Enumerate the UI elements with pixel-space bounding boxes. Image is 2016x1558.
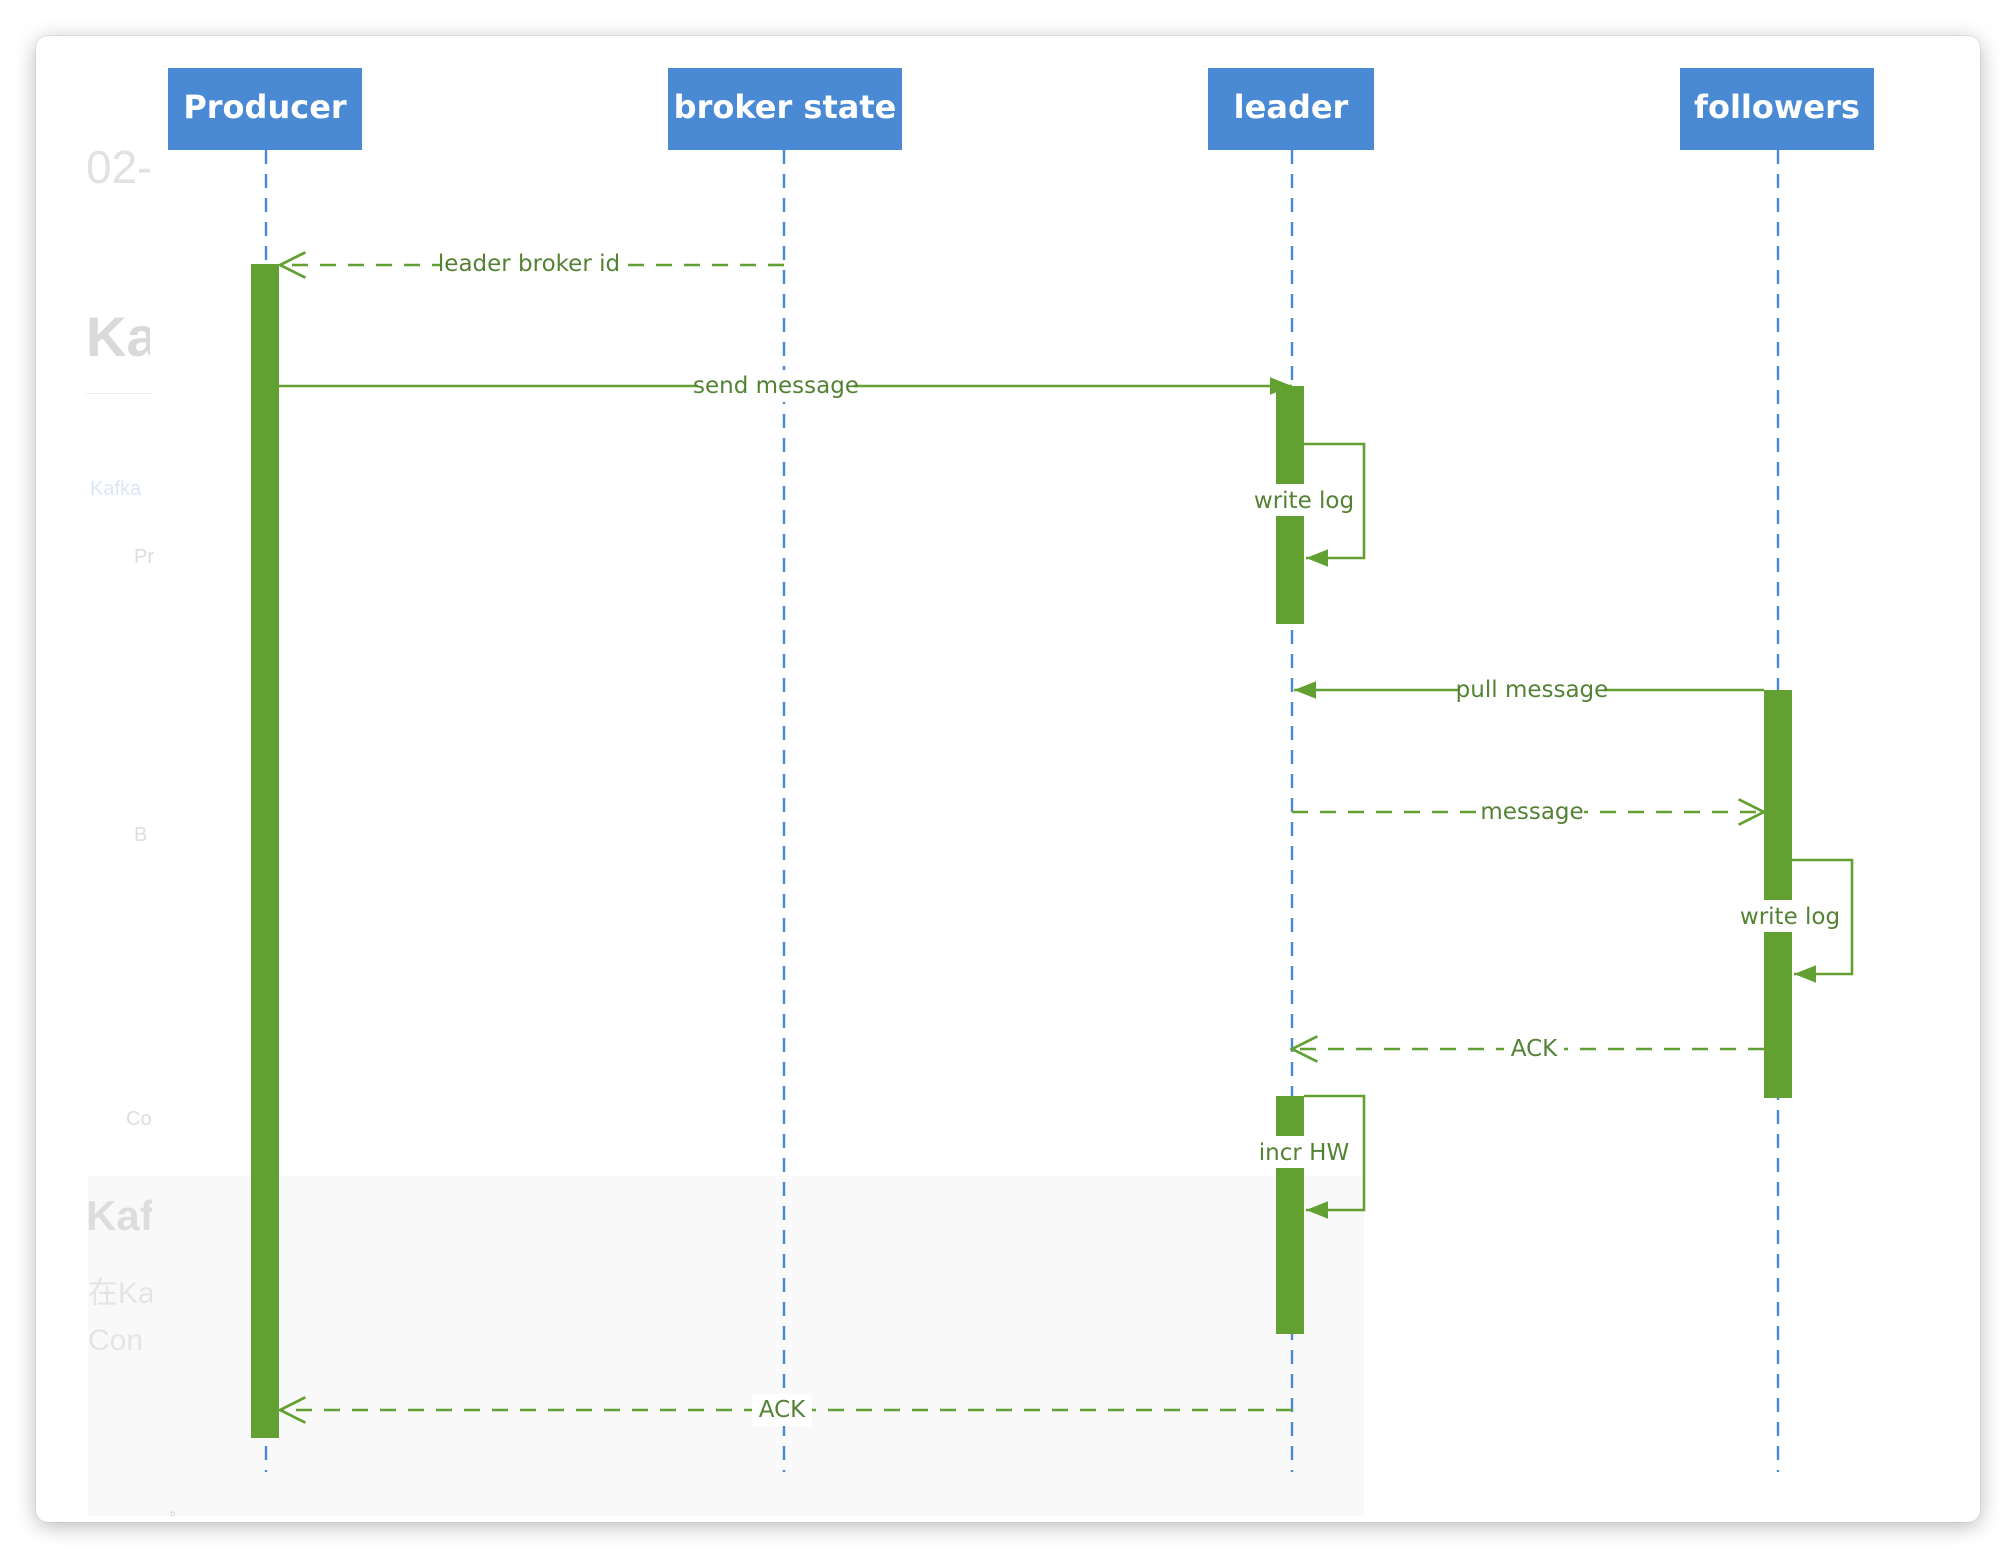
label-bg xyxy=(1460,674,1604,706)
bg-label-fragment: B xyxy=(134,824,148,846)
image-viewer-frame: 02- Ka Kafka Pr B Co Kaf 在Ka Con 。 xyxy=(36,36,1980,1522)
bg-divider xyxy=(86,393,152,394)
arrow-leader-write-log xyxy=(1304,442,1366,567)
bg-title-fragment: Ka xyxy=(86,305,150,368)
arrow-followers-write-log xyxy=(1792,858,1854,983)
label-bg xyxy=(698,370,854,402)
participant-leader: leader xyxy=(1208,68,1374,150)
label-bg xyxy=(1738,900,1842,932)
label-bg xyxy=(752,1394,812,1426)
bg-text-fragment: 。 xyxy=(170,1502,184,1518)
label-bg xyxy=(1504,1032,1564,1064)
arrow-leader-incr-hw xyxy=(1304,1094,1366,1219)
message-label-message: message xyxy=(1480,799,1583,825)
label-bg xyxy=(1254,484,1358,516)
message-label-write-log-followers: write log xyxy=(1740,904,1840,930)
message-label-write-log-leader: write log xyxy=(1254,488,1354,514)
participant-label: followers xyxy=(1694,88,1860,126)
message-label-send-message: send message xyxy=(693,373,859,399)
message-label-ack-followers: ACK xyxy=(1511,1036,1558,1062)
activation-leader-hw xyxy=(1276,1096,1304,1334)
activation-producer xyxy=(251,264,279,1438)
bg-link-fragment: Kafka xyxy=(90,478,142,500)
activation-followers xyxy=(1764,690,1792,1098)
message-label-leader-broker-id: leader broker id xyxy=(438,251,620,277)
background-document: 02- Ka Kafka Pr B Co Kaf 在Ka Con 。 xyxy=(36,36,1980,1522)
label-bg xyxy=(440,248,618,280)
bg-text-fragment: Con xyxy=(88,1324,144,1357)
participant-producer: Producer xyxy=(168,68,362,150)
participant-label: broker state xyxy=(674,88,897,126)
bg-text-fragment: 在Ka xyxy=(88,1277,152,1310)
bg-label-fragment: Pr xyxy=(134,546,154,568)
message-label-pull-message: pull message xyxy=(1456,677,1609,703)
message-label-ack-producer: ACK xyxy=(759,1397,806,1423)
bg-label-fragment: Co xyxy=(126,1108,152,1130)
participant-broker-state: broker state xyxy=(668,68,902,150)
participant-label: leader xyxy=(1234,88,1349,126)
bg-subtitle-fragment: Kaf xyxy=(86,1192,152,1239)
label-bg xyxy=(1480,796,1584,828)
participant-followers: followers xyxy=(1680,68,1874,150)
participant-label: Producer xyxy=(183,88,347,126)
bg-date-fragment: 02- xyxy=(86,141,150,193)
bg-panel xyxy=(88,1176,1364,1516)
label-bg xyxy=(1256,1136,1352,1168)
message-label-incr-hw: incr HW xyxy=(1259,1140,1349,1166)
